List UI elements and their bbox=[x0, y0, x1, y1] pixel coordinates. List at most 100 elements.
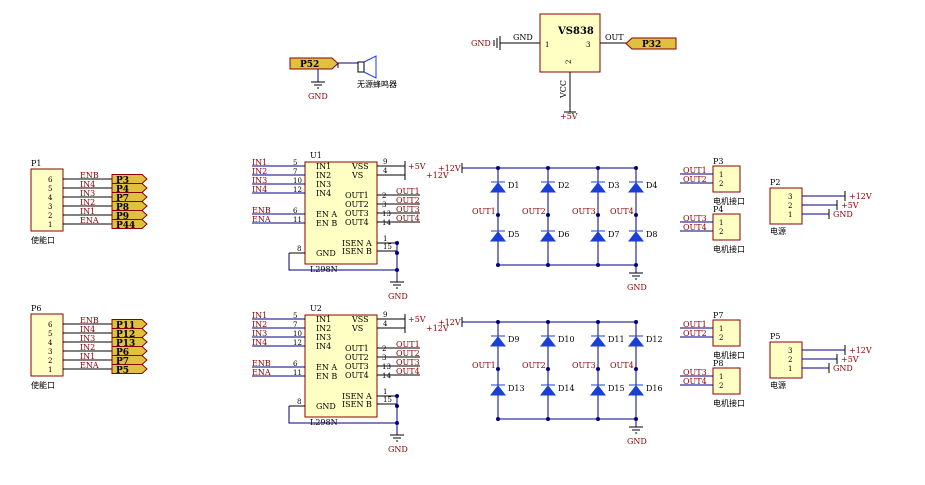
supply-pin-name: VS bbox=[351, 324, 363, 333]
diode-ref-label: D8 bbox=[646, 230, 658, 239]
motor-connector-ref: P8 bbox=[713, 359, 723, 368]
header-port[interactable] bbox=[111, 210, 148, 220]
diode-icon bbox=[589, 336, 607, 347]
power-connector-pin: 3 bbox=[788, 347, 792, 355]
power-connector-ref: P2 bbox=[770, 178, 780, 187]
input-net-label: IN2 bbox=[252, 320, 267, 329]
header-port[interactable] bbox=[111, 201, 148, 211]
enable-pin-name: EN A bbox=[316, 210, 337, 219]
output-pin-name: OUT2 bbox=[345, 353, 369, 362]
power-net-label: +5V bbox=[841, 355, 859, 364]
header-port[interactable] bbox=[111, 355, 148, 365]
power-connector-pin: 2 bbox=[788, 202, 792, 210]
input-pin-number: 5 bbox=[293, 159, 297, 167]
junction-dot bbox=[596, 320, 600, 324]
diode-ref-label: D11 bbox=[608, 335, 625, 344]
input-pin-name: IN2 bbox=[316, 324, 331, 333]
enable-net-label: ENB bbox=[252, 359, 271, 368]
bridge-net-label: OUT4 bbox=[610, 207, 634, 216]
junction-dot bbox=[634, 213, 638, 217]
driver-body[interactable] bbox=[304, 161, 378, 265]
vs838-pin1: 1 bbox=[545, 41, 549, 49]
motor-connector-pin: 2 bbox=[719, 382, 723, 390]
vs838-pin2: 2 bbox=[565, 60, 573, 64]
header-port[interactable] bbox=[111, 337, 148, 347]
header-port[interactable] bbox=[111, 364, 148, 374]
output-pin-name: OUT1 bbox=[345, 191, 369, 200]
motor-connector-body[interactable] bbox=[712, 165, 741, 193]
vs838-body[interactable] bbox=[539, 13, 601, 73]
motor-connector-body[interactable] bbox=[712, 213, 741, 241]
header-port[interactable] bbox=[111, 192, 148, 202]
buzzer-gnd: GND bbox=[308, 92, 328, 101]
buzzer-body[interactable] bbox=[357, 61, 365, 73]
junction-dot bbox=[496, 320, 500, 324]
junction-dot bbox=[546, 417, 550, 421]
output-pin-name: OUT1 bbox=[345, 344, 369, 353]
header-net-label: IN2 bbox=[80, 198, 95, 207]
buzzer-speaker-icon bbox=[363, 55, 377, 79]
bridge-supply-label: +12V bbox=[438, 164, 461, 173]
gnd-pin-name: GND bbox=[316, 249, 336, 258]
power-connector-pin: 3 bbox=[788, 193, 792, 201]
enable-pin-number: 6 bbox=[293, 207, 298, 215]
motor-connector-label: 电机接口 bbox=[713, 398, 745, 408]
motor-connector-pin: 1 bbox=[719, 325, 723, 333]
header-port-label: P8 bbox=[116, 203, 129, 213]
diode-ref-label: D12 bbox=[646, 335, 663, 344]
header-port[interactable] bbox=[111, 346, 148, 356]
header-net-label: IN4 bbox=[80, 325, 95, 334]
enable-pin-name: EN B bbox=[316, 372, 337, 381]
input-pin-name: IN2 bbox=[316, 171, 331, 180]
header-pin-number: 3 bbox=[48, 203, 52, 211]
enable-pin-name: EN B bbox=[316, 219, 337, 228]
header-pin-number: 2 bbox=[48, 212, 52, 220]
motor-connector-body[interactable] bbox=[712, 367, 741, 395]
header-port[interactable] bbox=[111, 219, 148, 229]
driver-body[interactable] bbox=[304, 314, 378, 418]
bridge-net-label: OUT4 bbox=[610, 361, 634, 370]
motor-connector-ref: P7 bbox=[713, 311, 723, 320]
supply-net-label: +5V bbox=[408, 162, 426, 171]
junction-dot bbox=[395, 241, 399, 245]
output-pin-name: OUT3 bbox=[345, 362, 369, 371]
power-connector-body[interactable] bbox=[769, 341, 803, 379]
junction-dot bbox=[496, 166, 500, 170]
header-port[interactable] bbox=[111, 183, 148, 193]
junction-dot bbox=[496, 417, 500, 421]
motor-connector-pin: 2 bbox=[719, 334, 723, 342]
header-body[interactable] bbox=[30, 168, 64, 232]
output-pin-number: 3 bbox=[382, 201, 386, 209]
input-net-label: IN2 bbox=[252, 167, 267, 176]
header-net-label: ENA bbox=[80, 361, 99, 370]
port-p52[interactable] bbox=[289, 57, 339, 70]
vs838-name: VS838 bbox=[557, 26, 594, 37]
junction-dot bbox=[596, 166, 600, 170]
diode-icon bbox=[589, 385, 607, 396]
supply-pin-name: VSS bbox=[351, 315, 369, 324]
junction-dot bbox=[496, 213, 500, 217]
diode-icon bbox=[627, 182, 645, 193]
header-body[interactable] bbox=[30, 313, 64, 377]
buzzer-label: 无源蜂鸣器 bbox=[357, 79, 397, 89]
port-p32[interactable] bbox=[625, 37, 677, 50]
input-net-label: IN4 bbox=[252, 185, 267, 194]
vs838-out-net: OUT bbox=[605, 33, 624, 42]
header-port[interactable] bbox=[111, 174, 148, 184]
gnd-pin-name: GND bbox=[316, 402, 336, 411]
motor-connector-body[interactable] bbox=[712, 319, 741, 347]
input-pin-name: IN3 bbox=[316, 333, 331, 342]
header-net-label: IN1 bbox=[80, 207, 95, 216]
header-port[interactable] bbox=[111, 319, 148, 329]
junction-dot bbox=[596, 367, 600, 371]
power-connector-label: 电源 bbox=[770, 380, 786, 390]
vs838-gnd-net: GND bbox=[513, 33, 533, 42]
junction-dot bbox=[596, 263, 600, 267]
power-connector-body[interactable] bbox=[769, 187, 803, 225]
power-net-label: +12V bbox=[849, 346, 872, 355]
vs838-block: VS838 1 3 2 GND GND OUT P32 VCC +5V bbox=[471, 13, 677, 121]
power-connector-label: 电源 bbox=[770, 226, 786, 236]
header-port[interactable] bbox=[111, 328, 148, 338]
